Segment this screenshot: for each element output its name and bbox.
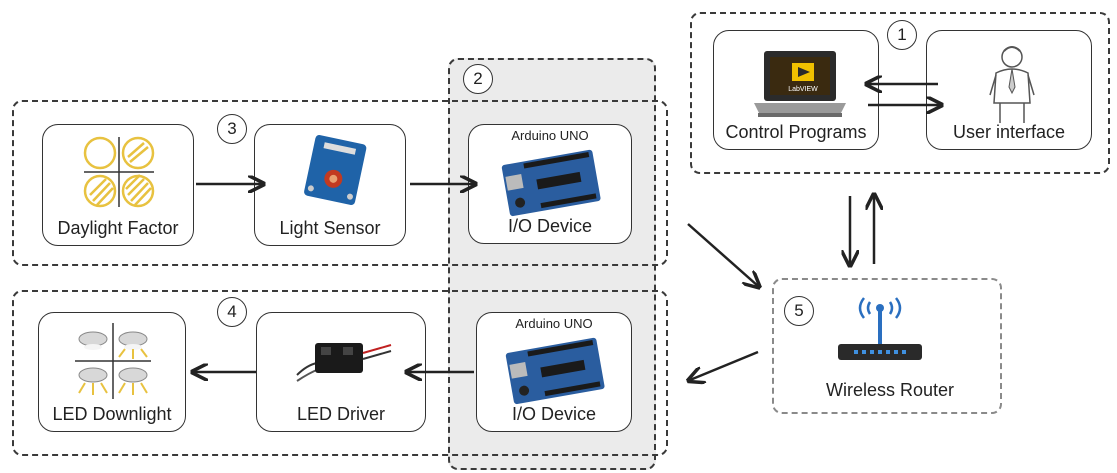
sun-quadrants-icon bbox=[83, 136, 155, 208]
arduino-board-icon bbox=[501, 149, 601, 217]
arduino-uno-label-bottom: Arduino UNO bbox=[515, 316, 593, 331]
led-downlight-label: LED Downlight bbox=[52, 404, 172, 424]
daylight-factor-node: Daylight Factor bbox=[42, 124, 194, 246]
group-1-control bbox=[690, 12, 1110, 174]
control-programs-node: LabVIEW Control Programs bbox=[713, 30, 879, 150]
daylight-factor-label: Daylight Factor bbox=[57, 218, 179, 238]
arduino-board-icon bbox=[505, 337, 605, 405]
downlight-quadrants-icon bbox=[75, 323, 151, 399]
user-interface-label: User interface bbox=[952, 122, 1066, 142]
group-number-5: 5 bbox=[784, 296, 814, 326]
led-driver-icon bbox=[296, 343, 392, 382]
io-device-top-node: Arduino UNO I/O Device bbox=[468, 124, 632, 244]
group-4-lighting bbox=[12, 290, 668, 456]
arrow-io-to-router bbox=[687, 223, 758, 286]
led-driver-label: LED Driver bbox=[296, 404, 385, 424]
wireless-router-icon bbox=[838, 297, 922, 360]
light-sensor-icon bbox=[304, 135, 367, 206]
group-number-1: 1 bbox=[887, 20, 917, 50]
group-5-router bbox=[772, 278, 1002, 414]
group-3-sensing bbox=[12, 100, 668, 266]
light-sensor-label: Light Sensor bbox=[279, 218, 381, 238]
light-sensor-node: Light Sensor bbox=[254, 124, 406, 246]
arduino-uno-label-top: Arduino UNO bbox=[511, 128, 589, 143]
arrow-router-to-io bbox=[690, 350, 759, 380]
wireless-router-label: Wireless Router bbox=[825, 380, 955, 400]
io-device-bottom-label: I/O Device bbox=[511, 404, 597, 424]
io-device-top-label: I/O Device bbox=[507, 216, 593, 236]
group-number-3: 3 bbox=[217, 114, 247, 144]
io-device-bottom-node: Arduino UNO I/O Device bbox=[476, 312, 632, 432]
group-number-2: 2 bbox=[463, 64, 493, 94]
labview-text: LabVIEW bbox=[788, 86, 818, 93]
laptop-icon: LabVIEW bbox=[754, 51, 846, 117]
user-figure-icon bbox=[989, 46, 1035, 123]
group-number-4: 4 bbox=[217, 297, 247, 327]
user-interface-node: User interface bbox=[926, 30, 1092, 150]
led-driver-node: LED Driver bbox=[256, 312, 426, 432]
control-programs-label: Control Programs bbox=[725, 122, 867, 142]
led-downlight-node: LED Downlight bbox=[38, 312, 186, 432]
